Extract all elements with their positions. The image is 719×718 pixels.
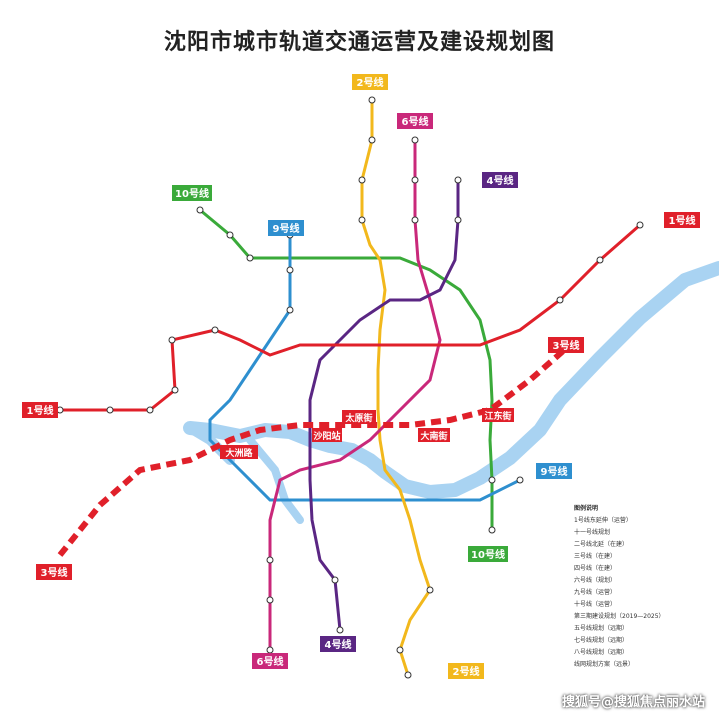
svg-text:6号线: 6号线: [257, 655, 284, 668]
svg-text:第三期建设规划（2019—2025）: 第三期建设规划（2019—2025）: [574, 612, 665, 620]
svg-text:3号线: 3号线: [41, 566, 68, 579]
svg-text:二号线北延（在建）: 二号线北延（在建）: [574, 540, 628, 548]
svg-text:大洲路: 大洲路: [225, 447, 253, 459]
svg-text:10号线: 10号线: [471, 548, 505, 561]
svg-text:9号线: 9号线: [541, 465, 568, 478]
svg-text:八号线规划（远期）: 八号线规划（远期）: [574, 648, 628, 656]
line2[interactable]: [360, 100, 432, 676]
svg-text:4号线: 4号线: [325, 638, 352, 651]
map-title: 沈阳市城市轨道交通运营及建设规划图: [163, 30, 555, 55]
svg-text:线网规划方案（远景）: 线网规划方案（远景）: [574, 660, 634, 668]
svg-text:2号线: 2号线: [453, 665, 480, 678]
svg-text:大南街: 大南街: [420, 430, 447, 442]
l2-top-label: 2号线: [357, 76, 384, 89]
svg-text:江东街: 江东街: [484, 410, 511, 422]
svg-text:9号线: 9号线: [273, 222, 300, 235]
svg-text:六号线（规划）: 六号线（规划）: [574, 576, 616, 584]
svg-text:五号线规划（远期）: 五号线规划（远期）: [574, 624, 628, 632]
svg-text:三号线（在建）: 三号线（在建）: [574, 552, 616, 560]
line-labels: 2号线 6号线 4号线 10号线 9号线 1号线 1号线 3号线 3号线 9号线…: [22, 74, 700, 679]
svg-text:图例说明: 图例说明: [574, 504, 598, 512]
svg-text:10号线: 10号线: [175, 187, 209, 200]
station-dots: [56, 96, 644, 679]
svg-text:四号线（在建）: 四号线（在建）: [574, 564, 616, 572]
line6[interactable]: [268, 140, 442, 650]
svg-text:6号线: 6号线: [402, 115, 429, 128]
line4[interactable]: [308, 180, 460, 631]
line1[interactable]: [60, 223, 641, 412]
legend: 图例说明 1号线东延伸（运营） 十一号线规划 二号线北延（在建） 三号线（在建）…: [574, 504, 665, 668]
svg-text:七号线规划（远期）: 七号线规划（远期）: [574, 636, 628, 644]
svg-text:太原街: 太原街: [344, 412, 372, 424]
line9[interactable]: [208, 235, 521, 502]
svg-text:1号线东延伸（运营）: 1号线东延伸（运营）: [574, 516, 632, 524]
line10[interactable]: [199, 208, 494, 530]
hub-labels: 大洲路 沙阳站 太原街 大南街 江东街: [220, 408, 514, 459]
svg-text:1号线: 1号线: [669, 214, 696, 227]
svg-text:十一号线规划: 十一号线规划: [574, 528, 610, 536]
svg-text:十号线（运营）: 十号线（运营）: [574, 600, 616, 608]
svg-text:沙阳站: 沙阳站: [313, 430, 340, 442]
svg-text:3号线: 3号线: [553, 339, 580, 352]
svg-text:1号线: 1号线: [27, 404, 54, 417]
watermark: 搜狐号@搜狐焦点丽水站: [561, 695, 705, 710]
svg-text:九号线（运营）: 九号线（运营）: [574, 588, 616, 596]
svg-text:4号线: 4号线: [487, 174, 514, 187]
